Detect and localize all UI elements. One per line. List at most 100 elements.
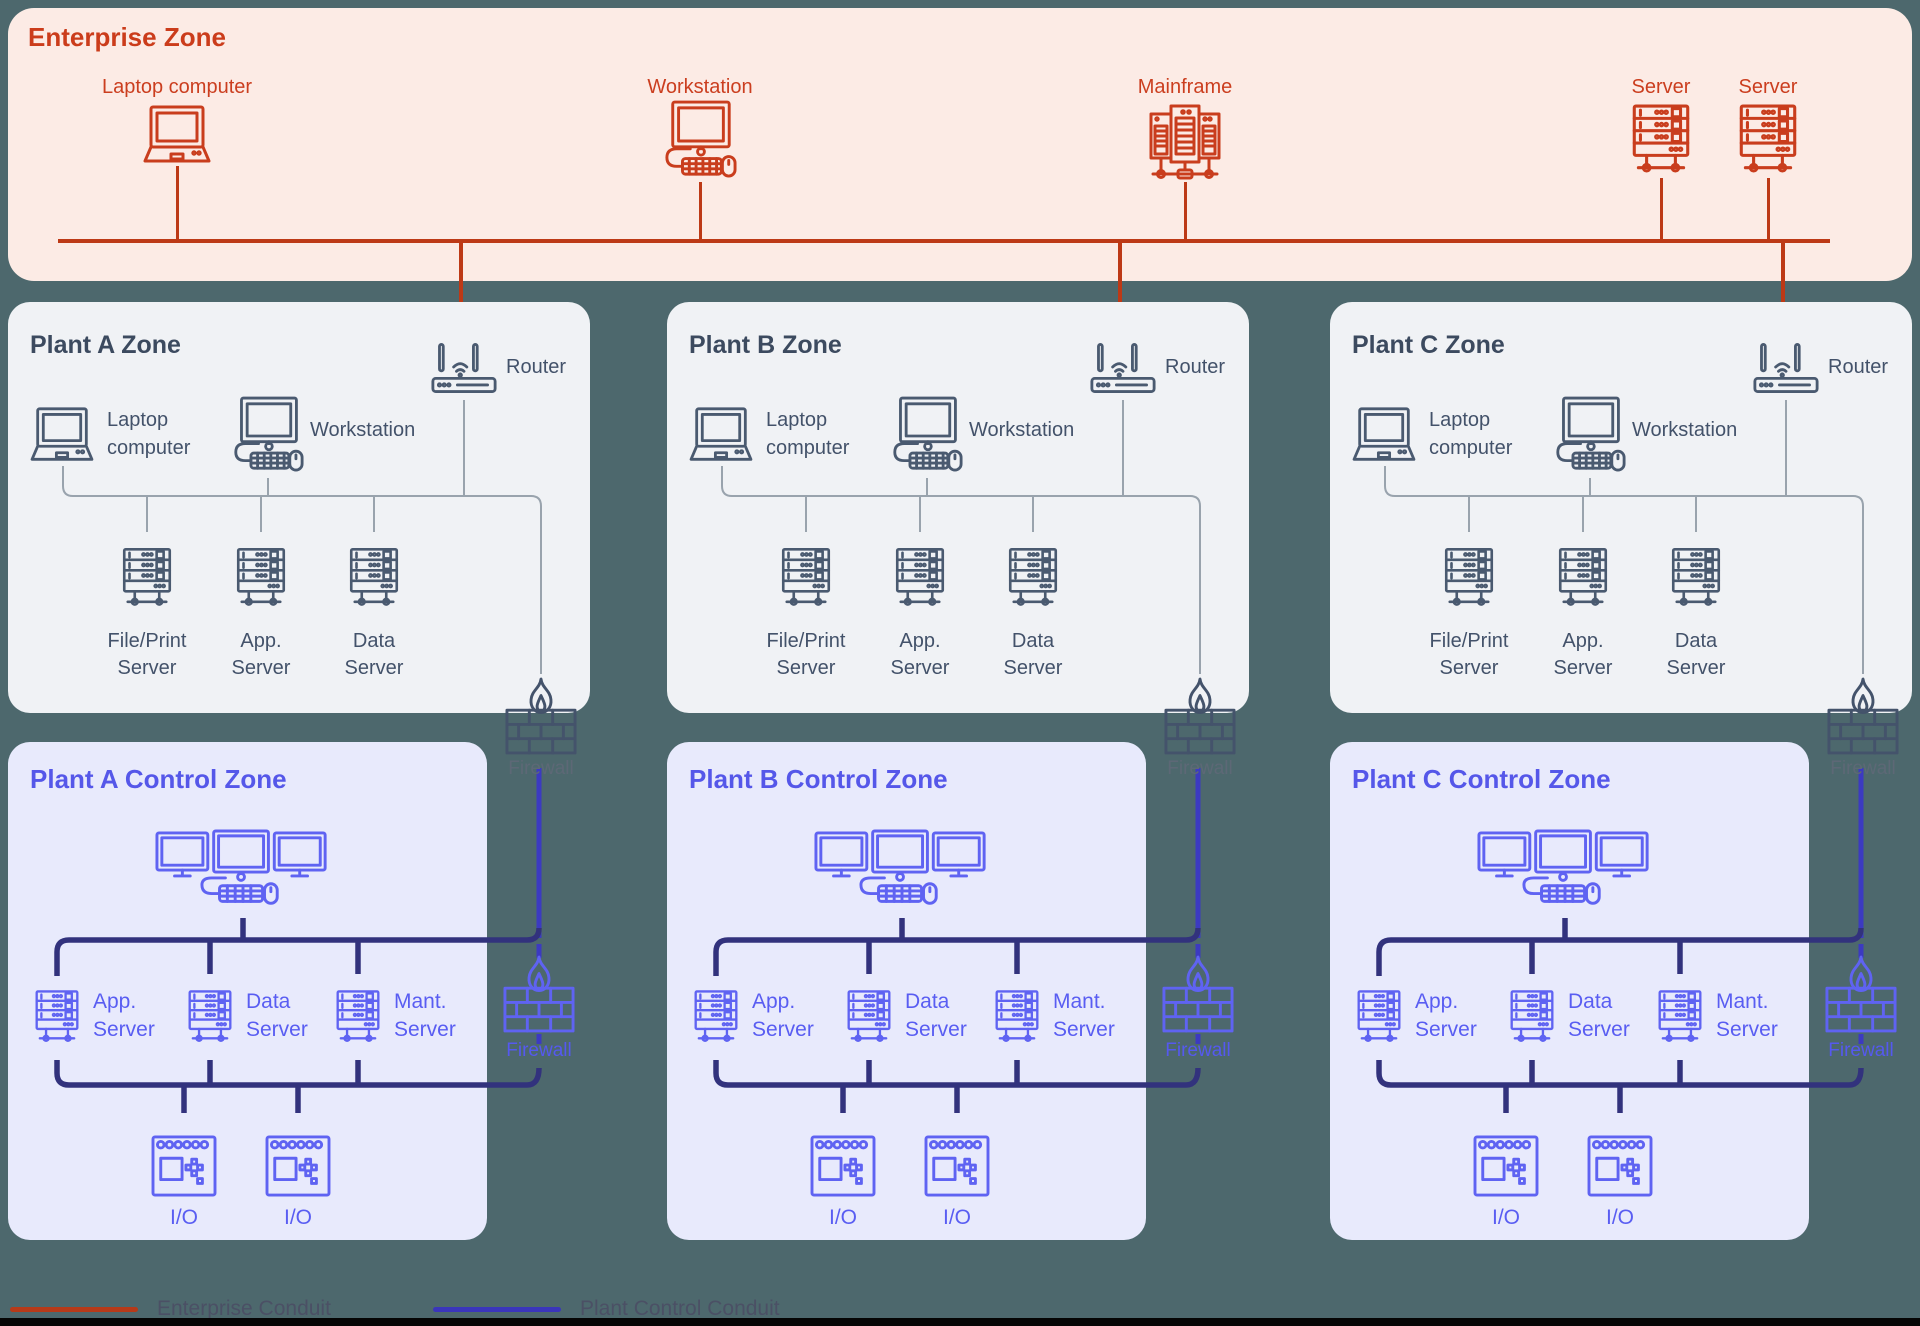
plant-control-conduit-swatch xyxy=(433,1307,561,1312)
firewall-label: Firewall xyxy=(1830,758,1896,779)
enterprise-conduit-drop xyxy=(1118,243,1122,328)
mainframe-connector xyxy=(1184,182,1187,239)
io-device-icon xyxy=(924,1135,990,1197)
data-server-label-1: Data xyxy=(1011,630,1055,652)
laptop-connector xyxy=(176,166,179,239)
laptop-label-1: Laptop xyxy=(1429,409,1491,431)
data-server-label-2: Server xyxy=(1003,657,1063,679)
io-device-icon xyxy=(1473,1135,1539,1197)
app-server-label-2: Server xyxy=(890,657,950,679)
enterprise-conduit-drop xyxy=(1781,243,1785,328)
data-server-icon xyxy=(844,975,894,1061)
c-app-label-2: Server xyxy=(752,1018,814,1041)
workstation-label: Workstation xyxy=(969,419,1075,441)
file-print-server-icon xyxy=(119,533,175,625)
router-icon xyxy=(1753,342,1819,394)
app-server-icon xyxy=(233,533,289,625)
c-data-label-1: Data xyxy=(905,990,950,1013)
control-zone-card xyxy=(667,742,1146,1240)
firewall-icon xyxy=(1164,676,1236,756)
app-server-label-2: Server xyxy=(231,657,291,679)
io-device-icon xyxy=(810,1135,876,1197)
file-print-label-1: File/Print xyxy=(107,630,187,652)
c-mant-label-1: Mant. xyxy=(1716,990,1769,1013)
io-device-icon xyxy=(1587,1135,1653,1197)
c-app-label-1: App. xyxy=(752,990,796,1013)
file-print-label-2: Server xyxy=(1439,657,1499,679)
router-label: Router xyxy=(1165,356,1226,378)
laptop-label-2: computer xyxy=(766,437,850,459)
c-data-label-2: Server xyxy=(246,1018,308,1041)
legend-plant-control-conduit: Plant Control Conduit xyxy=(580,1297,780,1320)
router-icon xyxy=(431,342,497,394)
laptop-label-2: computer xyxy=(1429,437,1513,459)
app-server-label-2: Server xyxy=(1553,657,1613,679)
workstation-icon xyxy=(891,396,963,476)
data-server-icon xyxy=(1005,533,1061,625)
io-device-icon xyxy=(265,1135,331,1197)
c-data-label-2: Server xyxy=(905,1018,967,1041)
router-label: Router xyxy=(1828,356,1889,378)
io-label: I/O xyxy=(283,1206,313,1229)
plant-zone-card xyxy=(8,302,590,713)
data-server-label-2: Server xyxy=(344,657,404,679)
firewall-icon xyxy=(1162,954,1234,1034)
laptop-icon xyxy=(685,406,757,464)
workstation-label: Workstation xyxy=(310,419,416,441)
app-server-icon xyxy=(892,533,948,625)
enterprise-zone-title: Enterprise Zone xyxy=(28,22,226,52)
io-label: I/O xyxy=(942,1206,972,1229)
c-mant-label-2: Server xyxy=(1716,1018,1778,1041)
firewall-label: Firewall xyxy=(506,1040,572,1061)
conduit-lines xyxy=(54,400,542,1113)
server2-connector xyxy=(1767,178,1770,239)
control-zone-title: Plant A Control Zone xyxy=(30,764,287,794)
io-label: I/O xyxy=(1605,1206,1635,1229)
firewall-icon xyxy=(505,676,577,756)
enterprise-workstation-label: Workstation xyxy=(647,76,753,98)
enterprise-zone-card xyxy=(8,8,1912,281)
c-mant-label-1: Mant. xyxy=(394,990,447,1013)
plant-a-section: Plant A Zone Router Laptop computer Work… xyxy=(0,0,600,1326)
app-server-label-1: App. xyxy=(1562,630,1604,652)
c-app-label-2: Server xyxy=(93,1018,155,1041)
c-app-label-1: App. xyxy=(93,990,137,1013)
app-server-icon xyxy=(691,975,741,1061)
mant-server-icon xyxy=(1655,975,1705,1061)
plant-zone-title: Plant C Zone xyxy=(1352,331,1505,359)
firewall-label: Firewall xyxy=(1828,1040,1894,1061)
enterprise-server1-label: Server xyxy=(1631,76,1691,98)
mant-server-icon xyxy=(333,975,383,1061)
hmi-workstation-icon xyxy=(155,828,331,920)
firewall-icon xyxy=(1827,676,1899,756)
plant-zone-title: Plant B Zone xyxy=(689,331,842,359)
router-label: Router xyxy=(506,356,567,378)
legend-enterprise-conduit: Enterprise Conduit xyxy=(157,1297,331,1320)
data-server-icon xyxy=(185,975,235,1061)
file-print-server-icon xyxy=(1441,533,1497,625)
firewall-icon xyxy=(1825,954,1897,1034)
io-label: I/O xyxy=(1491,1206,1521,1229)
hmi-workstation-icon xyxy=(814,828,990,920)
control-zone-card xyxy=(1330,742,1809,1240)
io-label: I/O xyxy=(169,1206,199,1229)
workstation-icon xyxy=(232,396,304,476)
c-data-label-1: Data xyxy=(1568,990,1613,1013)
firewall-label: Firewall xyxy=(508,758,574,779)
plant-b-section: Plant B Zone Router Laptop computer Work… xyxy=(659,0,1259,1326)
firewall-label: Firewall xyxy=(1167,758,1233,779)
enterprise-mainframe-label: Mainframe xyxy=(1137,76,1233,98)
mant-server-icon xyxy=(992,975,1042,1061)
server1-connector xyxy=(1660,178,1663,239)
enterprise-server2-label: Server xyxy=(1738,76,1798,98)
laptop-label-2: computer xyxy=(107,437,191,459)
firewall-label: Firewall xyxy=(1165,1040,1231,1061)
conduit-lines xyxy=(713,400,1201,1113)
control-zone-title: Plant C Control Zone xyxy=(1352,764,1611,794)
c-app-label-2: Server xyxy=(1415,1018,1477,1041)
hmi-workstation-icon xyxy=(1477,828,1653,920)
router-icon xyxy=(1090,342,1156,394)
laptop-icon xyxy=(26,406,98,464)
data-server-icon xyxy=(1507,975,1557,1061)
file-print-label-1: File/Print xyxy=(1429,630,1509,652)
